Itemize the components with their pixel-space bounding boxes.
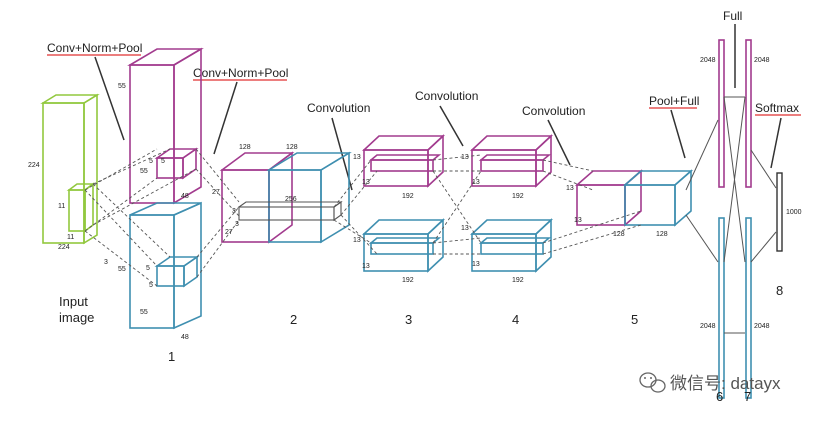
input-title-line2: image [59, 310, 94, 325]
input-kernel-label-b: 11 [67, 234, 74, 241]
layer3-size-b: 13 [362, 179, 370, 186]
layer2-bottom-block [266, 151, 352, 244]
layer3-depth-b: 192 [402, 277, 414, 284]
fc-bottom-left-label: 2048 [700, 323, 716, 330]
output-number: 8 [776, 283, 783, 298]
layer5-bottom-block [622, 169, 694, 227]
layer4-bottom-block [469, 218, 554, 273]
layer5-size-b: 13 [574, 217, 582, 224]
layer4-size-a: 13 [461, 154, 469, 161]
layer1-bottom-block [129, 201, 202, 330]
layer1-kernel-label-a: 5 [149, 158, 153, 165]
output-bar [776, 172, 783, 252]
label-convolution-4: Convolution [415, 89, 478, 103]
label-conv-norm-pool-2: Conv+Norm+Pool [193, 66, 288, 80]
layer2-kernel-label-b: 3 [235, 221, 239, 228]
fc-bottom-right-label: 2048 [754, 323, 770, 330]
label-convolution-5: Convolution [522, 104, 585, 118]
fc7-bottom-bar [745, 217, 752, 399]
input-title-line1: Input [59, 294, 88, 309]
fc7-top-bar [745, 39, 752, 188]
label-conv-norm-pool-1: Conv+Norm+Pool [47, 41, 142, 55]
layer2-size-label-b: 27 [225, 229, 233, 236]
label-full: Full [723, 9, 742, 23]
input-image-block [40, 93, 100, 245]
layer3-size-c: 13 [353, 237, 361, 244]
wechat-icon [639, 372, 666, 393]
layer4-depth-b: 192 [512, 277, 524, 284]
layer4-depth-a: 192 [512, 193, 524, 200]
layer2-width-label: 256 [285, 196, 297, 203]
layer2-size-label: 27 [212, 189, 220, 196]
watermark-text: 微信号: datayx [670, 374, 781, 393]
layer2-depth-label-a: 128 [239, 144, 251, 151]
fc6-number: 6 [716, 389, 723, 404]
fc-connections [685, 96, 777, 334]
layer4-size-d: 13 [472, 261, 480, 268]
layer1-kernel-label-d: 5 [149, 282, 153, 289]
layer3-size-d: 13 [362, 263, 370, 270]
fc7-number: 7 [744, 389, 751, 404]
input-width-label: 224 [58, 244, 70, 251]
layer3-bottom-block [361, 218, 446, 273]
layer5-depth-a: 128 [613, 231, 625, 238]
layer1-kernel-label-b: 5 [161, 158, 165, 165]
layer3-size-a: 13 [353, 154, 361, 161]
layer4-size-c: 13 [461, 225, 469, 232]
layer4-top-block [469, 134, 554, 188]
layer1-top-block [127, 47, 204, 205]
projection-lines [84, 148, 642, 287]
layer1-size-label-b: 55 [140, 168, 148, 175]
layer1-number: 1 [168, 349, 175, 364]
layer1-size-label-c: 55 [118, 266, 126, 273]
fc6-top-bar [718, 39, 725, 188]
label-pool-full: Pool+Full [649, 94, 699, 108]
layer5-depth-b: 128 [656, 231, 668, 238]
layer3-top-block [361, 134, 446, 188]
input-kernel-label-a: 11 [58, 203, 65, 210]
fc6-bottom-bar [718, 217, 725, 399]
label-softmax: Softmax [755, 101, 799, 115]
layer1-depth-label-b: 48 [181, 334, 189, 341]
input-height-label: 224 [28, 162, 40, 169]
layer1-size-label-d: 55 [140, 309, 148, 316]
layer2-depth-label-b: 128 [286, 144, 298, 151]
layer1-kernel-label-c: 5 [146, 265, 150, 272]
fc-top-left-label: 2048 [700, 57, 716, 64]
layer5-number: 5 [631, 312, 638, 327]
output-size-label: 1000 [786, 209, 802, 216]
layer2-kernel-label-a: 3 [232, 208, 236, 215]
layer3-depth-a: 192 [402, 193, 414, 200]
layer5-size: 13 [566, 185, 574, 192]
layer1-size-label: 55 [118, 83, 126, 90]
label-convolution-3: Convolution [307, 101, 370, 115]
layer1-depth-label: 48 [181, 193, 189, 200]
layer2-kernel [237, 200, 343, 222]
layer3-number: 3 [405, 312, 412, 327]
input-kernel [66, 182, 96, 233]
layer4-size-b: 13 [472, 179, 480, 186]
layer4-number: 4 [512, 312, 519, 327]
input-depth-label: 3 [104, 259, 108, 266]
layer2-number: 2 [290, 312, 297, 327]
fc-top-right-label: 2048 [754, 57, 770, 64]
